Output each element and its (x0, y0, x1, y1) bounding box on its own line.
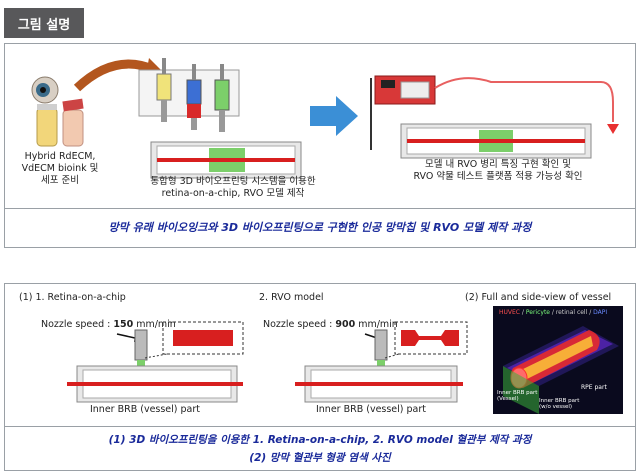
step3-label: 모델 내 RVO 병리 특징 구현 확인 및 RVO 약물 테스트 플랫폼 적용… (373, 159, 623, 183)
nozzle-speed-2: Nozzle speed : 900 mm/min (263, 319, 398, 331)
rpe-part-label: RPE part (581, 384, 607, 391)
nozzle-speed-1: Nozzle speed : 150 mm/min (41, 319, 176, 331)
legend-huvec: HUVEC (499, 309, 520, 316)
nozzle-speed-1-value: 150 (113, 319, 134, 330)
step3-line1: 모델 내 RVO 병리 특징 구현 확인 및 (425, 159, 571, 170)
vessel-part-label: Inner BRB part (Vessel) (497, 390, 537, 403)
nozzle-speed-1-unit: mm/min (133, 319, 176, 330)
step2-line2: retina-on-a-chip, RVO 모델 제작 (161, 187, 305, 199)
vessel-part-line2: (Vessel) (497, 396, 519, 403)
fabrication-caption-line1: (1) 3D 바이오프린팅을 이용한 1. Retina-on-a-chip, … (108, 434, 532, 446)
part-label-1: Inner BRB (vessel) part (89, 404, 201, 415)
legend-retinal: retinal cell (555, 309, 588, 316)
figure-description-tag: 그림 설명 (4, 8, 84, 38)
eye-and-bioink-vials-illustration (31, 76, 84, 147)
step1-line2: VdECM bioink 및 (21, 162, 99, 174)
stain-legend: HUVEC / Pericyte / retinal cell / DAPI (499, 309, 608, 316)
part-label-2: Inner BRB (vessel) part (315, 404, 427, 415)
nozzle-speed-1-label: Nozzle speed : (41, 319, 114, 330)
col2-title: 2. RVO model (259, 292, 324, 303)
printing-illustration-2 (295, 321, 468, 403)
syringe-pump-illustration (370, 75, 619, 159)
step1-line3: 세포 준비 (41, 174, 79, 186)
process-panel: Hybrid RdECM, VdECM bioink 및 세포 준비 통합형 3… (4, 43, 636, 248)
nozzle-speed-2-label: Nozzle speed : (263, 319, 336, 330)
legend-pericyte: Pericyte (525, 309, 550, 316)
vdecm-vial-icon (62, 109, 84, 147)
printing-illustration-1 (67, 321, 244, 403)
process-caption-text: 망막 유래 바이오잉크와 3D 바이오프린팅으로 구현한 인공 망막칩 및 RV… (108, 221, 532, 234)
step1-label: Hybrid RdECM, VdECM bioink 및 세포 준비 (15, 151, 105, 187)
process-caption: 망막 유래 바이오잉크와 3D 바이오프린팅으로 구현한 인공 망막칩 및 RV… (5, 208, 635, 247)
nozzle-speed-2-value: 900 (335, 319, 356, 330)
wo-vessel-label: Inner BRB part (w/o vessel) (539, 398, 579, 411)
vessel-3d-render (503, 326, 619, 414)
wo-vessel-line1: Inner BRB part (539, 398, 580, 404)
nozzle-speed-2-unit: mm/min (355, 319, 398, 330)
right-arrow-icon (310, 96, 358, 136)
step2-line1: 통합형 3D 바이오프린팅 시스템을 이용한 (150, 176, 316, 187)
fluorescence-vessel-image: HUVEC / Pericyte / retinal cell / DAPI R… (493, 306, 623, 414)
fabrication-caption: (1) 3D 바이오프린팅을 이용한 1. Retina-on-a-chip, … (5, 426, 635, 470)
fabrication-panel: (1) 1. Retina-on-a-chip 2. RVO model (2)… (4, 283, 636, 471)
wo-vessel-line2: (w/o vessel) (539, 404, 573, 411)
col1-title: (1) 1. Retina-on-a-chip (19, 292, 126, 303)
col3-title: (2) Full and side-view of vessel (465, 292, 612, 303)
legend-dapi: DAPI (593, 309, 608, 316)
step1-line1: Hybrid RdECM, (24, 151, 96, 162)
step2-label: 통합형 3D 바이오프린팅 시스템을 이용한 retina-on-a-chip,… (123, 176, 343, 200)
fabrication-caption-line2: (2) 망막 혈관부 형광 염색 사진 (249, 452, 391, 464)
step3-line2: RVO 약물 테스트 플랫폼 적용 가능성 확인 (413, 170, 583, 182)
bioprinter-illustration (138, 58, 302, 179)
rdecm-vial-icon (36, 107, 58, 147)
vessel-part-line1: Inner BRB part (497, 390, 538, 396)
